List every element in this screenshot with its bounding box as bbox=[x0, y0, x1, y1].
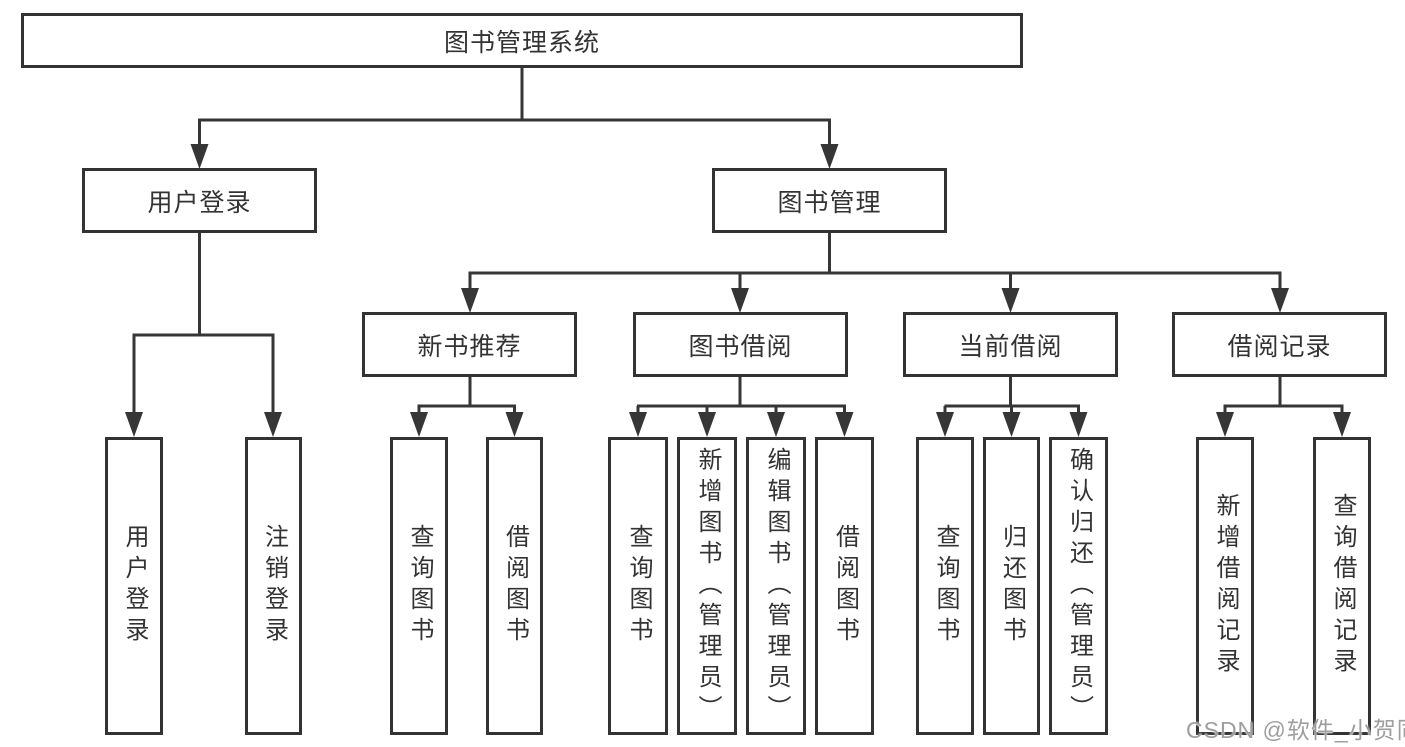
leaf-user-login: 用户登录 bbox=[105, 437, 163, 735]
node-label: 确认归还（管理员） bbox=[1065, 446, 1093, 726]
node-borrow-records: 借阅记录 bbox=[1172, 312, 1387, 377]
node-label: 图书借阅 bbox=[688, 332, 793, 361]
node-label: 用户登录 bbox=[121, 524, 148, 648]
node-root-library-system: 图书管理系统 bbox=[21, 13, 1023, 68]
node-label: 借阅记录 bbox=[1227, 332, 1332, 361]
node-current-borrow: 当前借阅 bbox=[903, 312, 1118, 377]
connector-user-login-children bbox=[125, 232, 282, 437]
leaf-query-borrow-record: 查询借阅记录 bbox=[1313, 437, 1371, 735]
node-label: 借阅图书 bbox=[501, 524, 529, 648]
node-label: 新增借阅记录 bbox=[1212, 493, 1239, 679]
leaf-confirm-return-admin: 确认归还（管理员） bbox=[1049, 437, 1108, 735]
node-label: 查询图书 bbox=[406, 524, 433, 648]
connector-book-management-children bbox=[461, 232, 1289, 313]
leaf-add-books-admin: 新增图书（管理员） bbox=[677, 437, 737, 735]
leaf-edit-books-admin: 编辑图书（管理员） bbox=[746, 437, 806, 735]
node-label: 用户登录 bbox=[147, 188, 252, 217]
connector-level3-children bbox=[410, 376, 1351, 437]
node-label: 查询图书 bbox=[625, 524, 652, 648]
node-label: 新书推荐 bbox=[417, 332, 522, 361]
node-label: 图书管理 bbox=[777, 188, 882, 217]
leaf-borrow-books: 借阅图书 bbox=[815, 437, 874, 735]
leaf-query-books-borrow: 查询图书 bbox=[608, 437, 668, 735]
node-label: 编辑图书（管理员） bbox=[763, 446, 790, 726]
node-book-management: 图书管理 bbox=[712, 168, 947, 233]
node-label: 查询借阅记录 bbox=[1329, 493, 1356, 679]
leaf-return-books: 归还图书 bbox=[983, 437, 1040, 735]
leaf-logout: 注销登录 bbox=[245, 437, 302, 735]
leaf-query-books-current: 查询图书 bbox=[916, 437, 974, 735]
node-label: 归还图书 bbox=[998, 524, 1026, 648]
node-label: 查询图书 bbox=[932, 524, 959, 648]
node-label: 当前借阅 bbox=[958, 332, 1063, 361]
leaf-borrow-books-recommend: 借阅图书 bbox=[486, 437, 543, 735]
node-label: 图书管理系统 bbox=[443, 28, 600, 57]
node-label: 新增图书（管理员） bbox=[694, 446, 721, 726]
node-new-book-recommend: 新书推荐 bbox=[362, 312, 577, 377]
leaf-query-books-recommend: 查询图书 bbox=[390, 437, 448, 735]
node-label: 注销登录 bbox=[260, 524, 288, 648]
csdn-watermark: CSDN @软件_小贺同学 bbox=[1186, 717, 1405, 743]
node-label: 借阅图书 bbox=[831, 524, 859, 648]
node-user-login: 用户登录 bbox=[82, 168, 317, 233]
node-book-borrow: 图书借阅 bbox=[633, 312, 848, 377]
leaf-add-borrow-record: 新增借阅记录 bbox=[1196, 437, 1254, 735]
connector-root-to-level2 bbox=[190, 67, 839, 169]
